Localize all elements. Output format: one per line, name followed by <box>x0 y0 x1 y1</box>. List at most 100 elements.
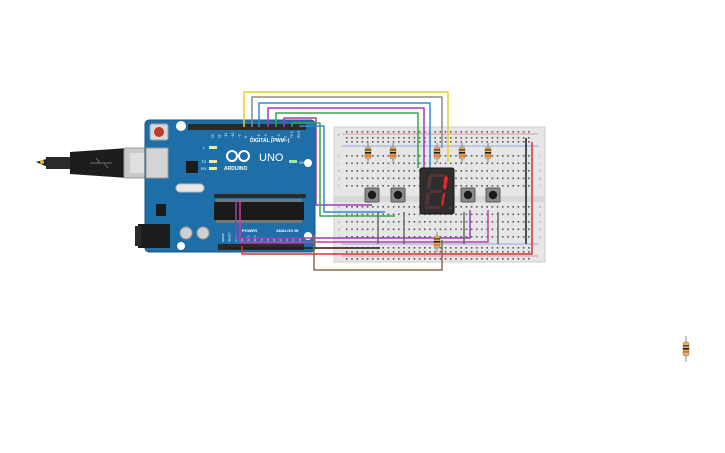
breadboard-hole[interactable] <box>512 251 514 253</box>
breadboard-hole[interactable] <box>351 162 353 165</box>
breadboard-hole[interactable] <box>444 137 447 139</box>
breadboard-hole[interactable] <box>517 213 520 216</box>
breadboard-hole[interactable] <box>372 177 374 180</box>
breadboard-hole[interactable] <box>382 141 384 143</box>
breadboard-hole[interactable] <box>392 236 395 238</box>
breadboard-hole[interactable] <box>528 247 530 249</box>
breadboard-hole[interactable] <box>346 221 348 223</box>
breadboard-hole[interactable] <box>366 177 369 180</box>
breadboard-hole[interactable] <box>465 131 468 133</box>
breadboard-hole[interactable] <box>476 155 478 157</box>
breadboard-hole[interactable] <box>346 141 348 143</box>
breadboard-hole[interactable] <box>434 137 436 139</box>
breadboard-hole[interactable] <box>366 137 369 139</box>
breadboard-hole[interactable] <box>398 206 400 208</box>
breadboard-hole[interactable] <box>486 185 488 187</box>
breadboard-hole[interactable] <box>455 251 457 253</box>
breadboard-hole[interactable] <box>408 170 410 172</box>
breadboard-hole[interactable] <box>351 213 353 216</box>
breadboard-hole[interactable] <box>460 221 462 223</box>
breadboard-hole[interactable] <box>502 206 504 208</box>
breadboard-hole[interactable] <box>522 258 525 260</box>
breadboard-hole[interactable] <box>351 177 353 180</box>
breadboard-hole[interactable] <box>361 236 364 238</box>
breadboard-hole[interactable] <box>470 213 473 216</box>
breadboard-hole[interactable] <box>424 247 426 249</box>
breadboard-hole[interactable] <box>502 141 504 143</box>
breadboard-hole[interactable] <box>455 206 457 208</box>
breadboard-hole[interactable] <box>392 177 395 180</box>
breadboard-hole[interactable] <box>392 141 395 143</box>
breadboard-hole[interactable] <box>382 131 384 133</box>
breadboard-hole[interactable] <box>382 236 384 238</box>
breadboard-hole[interactable] <box>507 141 509 143</box>
breadboard-hole[interactable] <box>450 236 452 238</box>
breadboard-hole[interactable] <box>444 131 447 133</box>
breadboard-hole[interactable] <box>372 258 374 260</box>
breadboard-hole[interactable] <box>455 185 457 187</box>
breadboard-hole[interactable] <box>522 236 525 238</box>
breadboard-hole[interactable] <box>382 170 384 172</box>
breadboard-hole[interactable] <box>507 162 509 165</box>
breadboard-hole[interactable] <box>439 137 442 139</box>
breadboard-hole[interactable] <box>460 228 462 231</box>
breadboard-hole[interactable] <box>517 258 520 260</box>
breadboard-hole[interactable] <box>418 131 421 133</box>
breadboard-hole[interactable] <box>356 258 358 260</box>
breadboard-hole[interactable] <box>361 137 364 139</box>
breadboard-hole[interactable] <box>481 177 483 180</box>
breadboard-hole[interactable] <box>528 170 530 172</box>
breadboard-hole[interactable] <box>522 170 525 172</box>
breadboard-hole[interactable] <box>507 170 509 172</box>
push-button[interactable] <box>460 187 476 203</box>
breadboard-hole[interactable] <box>392 170 395 172</box>
breadboard-hole[interactable] <box>387 213 390 216</box>
breadboard-hole[interactable] <box>476 162 478 165</box>
breadboard-hole[interactable] <box>470 247 473 249</box>
breadboard-hole[interactable] <box>496 206 499 208</box>
breadboard-hole[interactable] <box>486 236 488 238</box>
breadboard-hole[interactable] <box>408 236 410 238</box>
breadboard-hole[interactable] <box>455 258 457 260</box>
push-button[interactable] <box>390 187 406 203</box>
breadboard-hole[interactable] <box>476 247 478 249</box>
breadboard-hole[interactable] <box>481 131 483 133</box>
breadboard-hole[interactable] <box>486 162 488 165</box>
breadboard-hole[interactable] <box>517 162 520 165</box>
breadboard-hole[interactable] <box>346 162 348 165</box>
breadboard-hole[interactable] <box>465 213 468 216</box>
breadboard-hole[interactable] <box>486 137 488 139</box>
breadboard-hole[interactable] <box>403 247 405 249</box>
breadboard-hole[interactable] <box>351 206 353 208</box>
breadboard-hole[interactable] <box>408 258 410 260</box>
breadboard-hole[interactable] <box>528 228 530 231</box>
breadboard-hole[interactable] <box>496 162 499 165</box>
breadboard-hole[interactable] <box>486 141 488 143</box>
breadboard-hole[interactable] <box>382 258 384 260</box>
breadboard-hole[interactable] <box>392 162 395 165</box>
breadboard-hole[interactable] <box>377 206 379 208</box>
breadboard-hole[interactable] <box>346 185 348 187</box>
breadboard-hole[interactable] <box>356 177 358 180</box>
breadboard-hole[interactable] <box>351 141 353 143</box>
breadboard-hole[interactable] <box>455 221 457 223</box>
breadboard-hole[interactable] <box>491 177 494 180</box>
breadboard-hole[interactable] <box>444 162 447 165</box>
breadboard-hole[interactable] <box>372 137 374 139</box>
breadboard-hole[interactable] <box>377 258 379 260</box>
breadboard-hole[interactable] <box>382 251 384 253</box>
resistor[interactable] <box>433 232 441 252</box>
breadboard-hole[interactable] <box>502 236 504 238</box>
breadboard-hole[interactable] <box>470 162 473 165</box>
breadboard-hole[interactable] <box>398 155 400 157</box>
breadboard-hole[interactable] <box>512 213 514 216</box>
breadboard-hole[interactable] <box>392 131 395 133</box>
breadboard-hole[interactable] <box>512 236 514 238</box>
breadboard-hole[interactable] <box>450 162 452 165</box>
breadboard-hole[interactable] <box>502 177 504 180</box>
breadboard-hole[interactable] <box>387 251 390 253</box>
breadboard-hole[interactable] <box>382 185 384 187</box>
breadboard-hole[interactable] <box>392 258 395 260</box>
push-buttons[interactable] <box>364 187 501 203</box>
push-button[interactable] <box>364 187 380 203</box>
